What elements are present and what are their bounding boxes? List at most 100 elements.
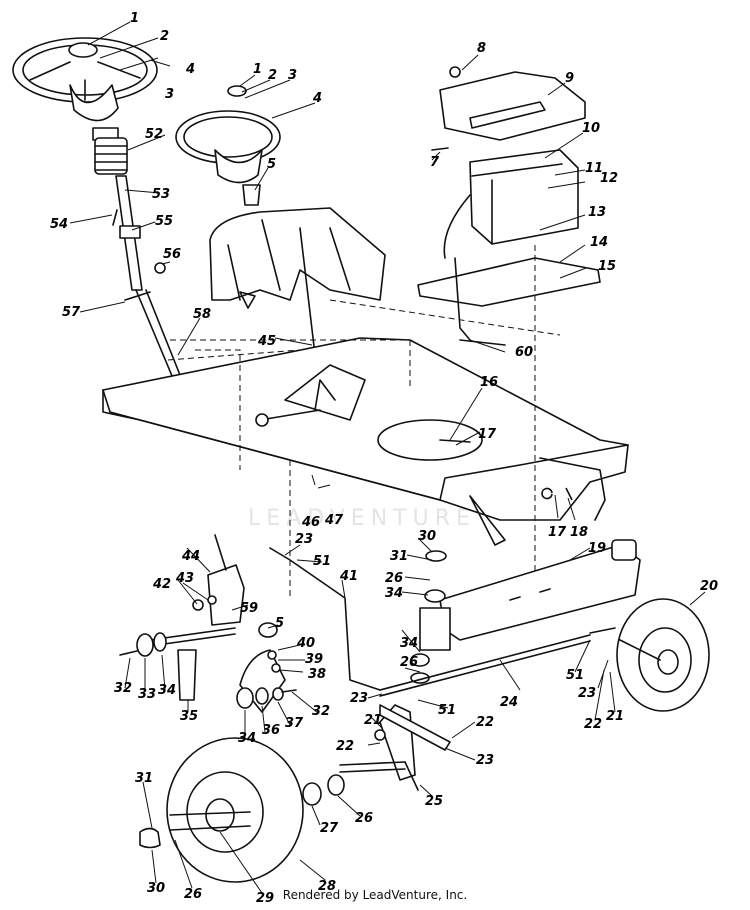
callout-51c: 51 [566, 668, 584, 683]
callout-46: 46 [301, 515, 320, 530]
callout-labels: 1 2 4 3 52 53 54 55 56 57 58 1 2 3 4 5 4… [50, 11, 718, 906]
callout-17b: 17 [548, 525, 567, 540]
callout-19: 19 [588, 541, 606, 556]
front-wheel-bearings [302, 774, 345, 806]
callout-23d: 23 [476, 753, 494, 768]
front-wheel-right [616, 598, 710, 712]
callout-9: 9 [565, 71, 574, 86]
callout-44: 44 [181, 549, 200, 564]
callout-3: 3 [165, 87, 174, 102]
callout-4: 4 [185, 62, 195, 77]
callout-5: 5 [267, 157, 276, 172]
callout-13: 13 [588, 205, 606, 220]
dash-tower [209, 207, 386, 381]
callout-43: 43 [175, 571, 194, 586]
callout-60: 60 [515, 345, 533, 360]
tie-rod [379, 627, 616, 697]
alignment-lines [167, 245, 561, 600]
steering-gear-bracket [192, 534, 245, 626]
front-axle [439, 539, 641, 641]
callout-30b: 30 [147, 881, 165, 896]
callout-17: 17 [478, 427, 497, 442]
spindle-left [410, 550, 451, 684]
callout-21b: 21 [364, 713, 382, 728]
callout-29: 29 [256, 891, 274, 906]
callout-57: 57 [62, 305, 81, 320]
callout-40: 40 [296, 636, 315, 651]
battery-cover [439, 66, 586, 141]
callout-34c: 34 [238, 731, 256, 746]
steering-spring [94, 137, 128, 175]
watermark-text: LEADVENTURE [248, 506, 476, 531]
leader-lines [69, 21, 706, 894]
callout-37: 37 [285, 716, 304, 731]
callout-52: 52 [145, 127, 163, 142]
callout-26b: 26 [400, 655, 418, 670]
callout-20: 20 [700, 579, 718, 594]
callout-28: 28 [318, 879, 336, 894]
callout-2: 2 [160, 29, 169, 44]
axle-shaft [339, 761, 419, 791]
callout-55: 55 [155, 214, 173, 229]
callout-35: 35 [180, 709, 198, 724]
callout-11: 11 [585, 161, 603, 176]
battery-tray [417, 257, 601, 346]
callout-36: 36 [262, 723, 280, 738]
callout-26d: 26 [355, 811, 373, 826]
callout-24: 24 [500, 695, 518, 710]
callout-23b: 23 [350, 691, 368, 706]
callout-31b: 31 [135, 771, 153, 786]
callout-4b: 4 [312, 91, 322, 106]
callout-10: 10 [582, 121, 600, 136]
callout-12: 12 [600, 171, 618, 186]
callout-15: 15 [598, 259, 616, 274]
callout-25: 25 [425, 794, 443, 809]
callout-1b: 1 [253, 62, 262, 77]
callout-53: 53 [152, 187, 170, 202]
callout-54: 54 [50, 217, 68, 232]
steering-gear-shaft [119, 627, 236, 701]
callout-22c: 22 [476, 715, 494, 730]
callout-26: 26 [385, 571, 403, 586]
callout-42: 42 [152, 577, 171, 592]
callout-51: 51 [313, 554, 331, 569]
callout-58: 58 [193, 307, 211, 322]
callout-59: 59 [240, 601, 258, 616]
battery [431, 147, 579, 259]
callout-34b: 34 [158, 683, 176, 698]
callout-22b: 22 [336, 739, 354, 754]
callout-23c: 23 [578, 686, 596, 701]
front-wheel-left [139, 737, 304, 883]
callout-26c: 26 [184, 887, 202, 902]
callout-31: 31 [390, 549, 408, 564]
callout-27: 27 [320, 821, 339, 836]
callout-8: 8 [477, 41, 486, 56]
callout-21: 21 [606, 709, 624, 724]
callout-23: 23 [295, 532, 313, 547]
callout-39: 39 [305, 652, 323, 667]
callout-18: 18 [570, 525, 588, 540]
steering-shaft [112, 175, 189, 396]
callout-34: 34 [385, 586, 403, 601]
callout-1: 1 [130, 11, 139, 26]
callout-16: 16 [480, 375, 498, 390]
callout-30: 30 [418, 529, 436, 544]
callout-47: 47 [324, 513, 344, 528]
steering-sector-gear [236, 622, 297, 713]
callout-5b: 5 [275, 616, 284, 631]
callout-34d: 34 [400, 636, 418, 651]
footer-credit: Rendered by LeadVenture, Inc. [282, 888, 468, 902]
steering-arm [374, 704, 451, 781]
steering-wheel-center [175, 85, 281, 206]
callout-22: 22 [584, 717, 602, 732]
callout-45: 45 [257, 334, 276, 349]
callout-3b: 3 [288, 68, 297, 83]
steering-wheel-left [12, 37, 158, 141]
callout-14: 14 [590, 235, 608, 250]
callout-56: 56 [163, 247, 181, 262]
callout-32b: 32 [312, 704, 330, 719]
callout-2b: 2 [268, 68, 277, 83]
tractor-frame [102, 337, 629, 546]
callout-38: 38 [308, 667, 326, 682]
